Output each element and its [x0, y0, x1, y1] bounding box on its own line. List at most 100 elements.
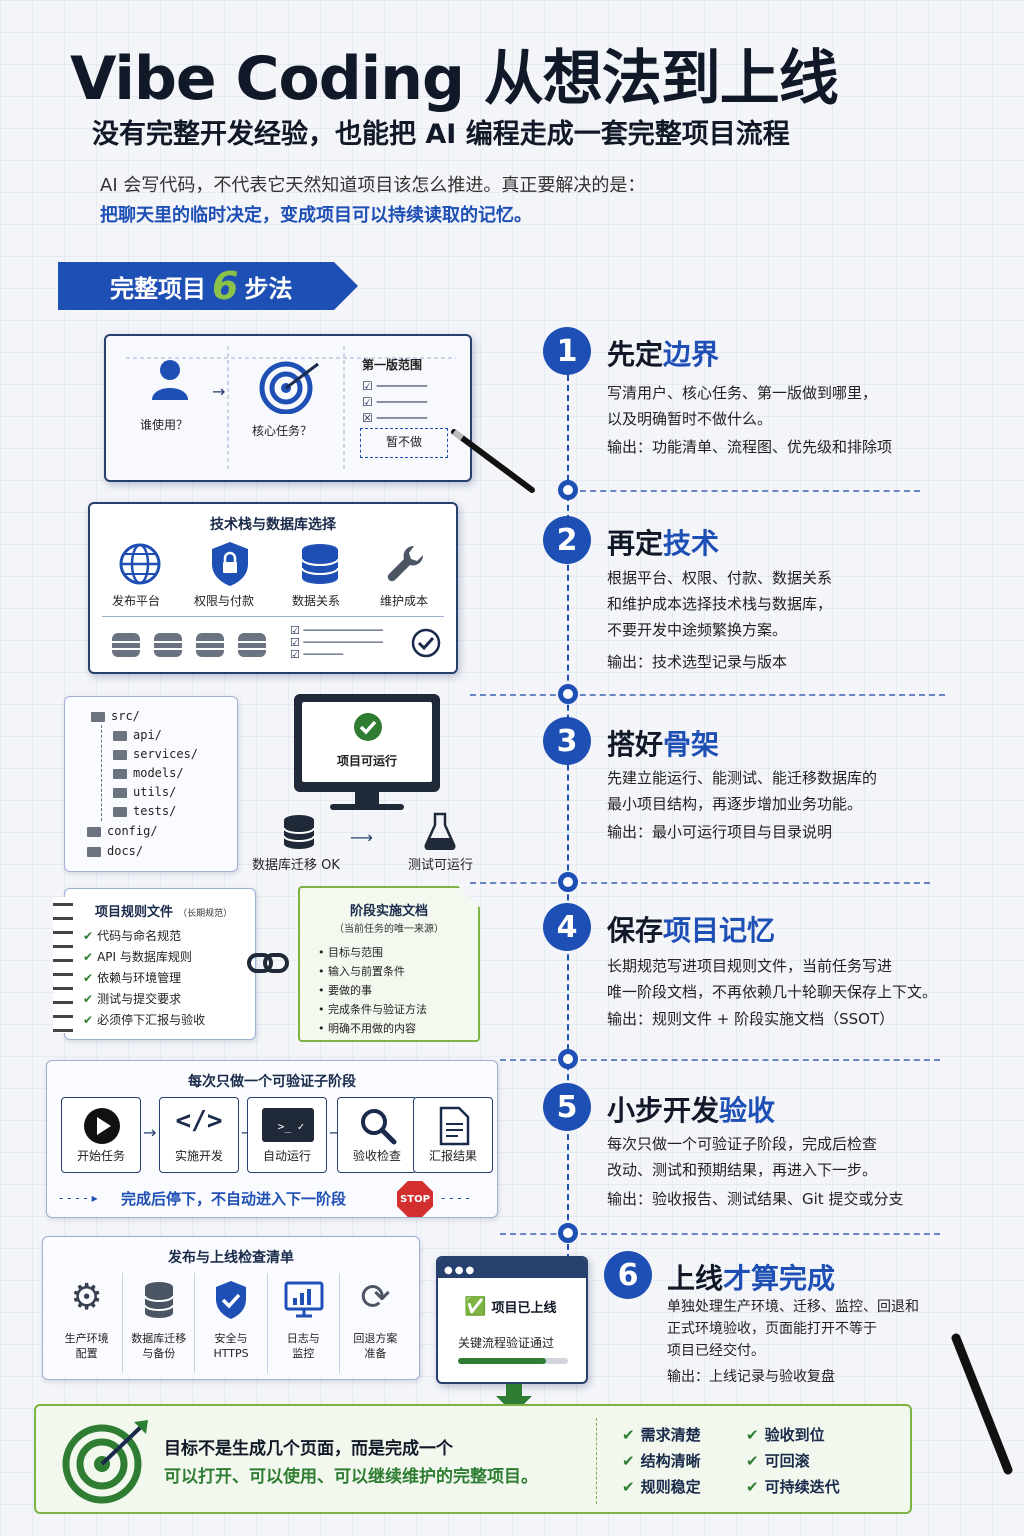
- flow-auto-run: >_ ✓ 自动运行: [247, 1097, 327, 1173]
- database-icon: [144, 1282, 175, 1318]
- release-item: ⟳ 回退方案准备: [340, 1273, 411, 1373]
- monitor-screen: 项目可运行: [302, 702, 432, 782]
- rules-file-notebook: 项目规则文件 （长期规范） ✔代码与命名规范 ✔API 与数据库规则 ✔依赖与环…: [53, 888, 256, 1040]
- step-output: 输出：规则文件 + 阶段实施文档（SSOT）: [607, 1010, 895, 1028]
- goal-check-item: ✔可持续迭代: [746, 1478, 840, 1496]
- rule-item: ✔API 与数据库规则: [83, 950, 192, 964]
- monitor-icon: 项目可运行: [294, 694, 440, 792]
- mini-checklist: ☑ ────────────☑ ────────────☑ ──────: [290, 624, 383, 661]
- intro-line: AI 会写代码，不代表它天然知道项目该怎么推进。真正要解决的是：: [100, 175, 646, 196]
- stage-item: • 明确不用做的内容: [318, 1022, 416, 1035]
- rule-item: ✔代码与命名规范: [83, 929, 182, 943]
- tech-summary-row: ☑ ────────────☑ ────────────☑ ──────: [102, 616, 444, 664]
- stop-instruction: 完成后停下，不自动进入下一阶段: [121, 1190, 347, 1208]
- arrow-icon: ⟶: [350, 828, 373, 847]
- refresh-icon: ⟳: [360, 1277, 391, 1318]
- check-icon: ✔: [622, 1426, 635, 1444]
- check-circle-icon: [411, 628, 441, 658]
- tech-item-label: 数据关系: [292, 594, 341, 608]
- page-title: Vibe Coding 从想法到上线: [70, 44, 839, 114]
- timeline-line: [567, 345, 569, 1280]
- tech-item-label: 权限与付款: [194, 594, 255, 608]
- db-migration-label: 数据库迁移 OK: [252, 858, 340, 873]
- stage-title: 阶段实施文档: [349, 904, 428, 919]
- timeline-node: [558, 872, 578, 892]
- goal-check-item: ✔规则稳定: [622, 1478, 701, 1496]
- folder-icon: [87, 826, 101, 837]
- dashed-line: - - - -: [441, 1191, 470, 1205]
- user-icon: [152, 360, 188, 400]
- check-icon: ✔: [746, 1478, 759, 1496]
- timeline-node: [558, 480, 578, 500]
- tree-item: services/: [113, 747, 198, 761]
- check-icon: ✔: [622, 1452, 635, 1470]
- document-icon: [439, 1106, 470, 1146]
- check-icon: ✔: [83, 950, 94, 964]
- step-title: 搭好骨架: [607, 728, 720, 761]
- play-icon: [84, 1108, 120, 1144]
- checkbox-checked: ☑ ───────: [362, 395, 428, 409]
- small-step-panel: 每次只做一个可验证子阶段 开始任务 → </> 实施开发 → >_ ✓ 自动运行…: [46, 1060, 498, 1218]
- flow-report: 汇报结果: [413, 1097, 493, 1173]
- step-divider: [470, 882, 930, 884]
- intro-highlight: 把聊天里的临时决定，变成项目可以持续读取的记忆。: [100, 205, 532, 226]
- tree-item: utils/: [113, 785, 176, 799]
- step-divider: [500, 1059, 940, 1061]
- step-number-badge: 3: [543, 717, 591, 765]
- step-description: 写清用户、核心任务、第一版做到哪里， 以及明确暂时不做什么。: [607, 384, 878, 428]
- folder-icon: [113, 787, 127, 798]
- tree-item: api/: [113, 728, 162, 742]
- step-number-badge: 1: [543, 327, 591, 375]
- project-runs-label: 项目可运行: [336, 754, 397, 768]
- browser-titlebar: ●●●: [438, 1258, 586, 1278]
- goal-check-item: ✔结构清晰: [622, 1452, 701, 1470]
- check-icon: ✔: [746, 1452, 759, 1470]
- tech-stack-panel: 技术栈与数据库选择 发布平台 权限与付款 数据关系 维护成本: [88, 502, 458, 674]
- tree-item: config/: [87, 824, 158, 838]
- flow-verified: 关键流程验证通过: [458, 1336, 555, 1350]
- core-task-label: 核心任务？: [252, 424, 313, 438]
- tree-item: tests/: [113, 804, 176, 818]
- step-divider: [470, 694, 945, 696]
- globe-icon: [119, 543, 161, 585]
- tree-item: models/: [113, 766, 184, 780]
- folder-icon: [113, 749, 127, 760]
- tests-run-label: 测试可运行: [408, 858, 474, 873]
- check-circle-icon: [354, 713, 382, 741]
- step-title: 上线才算完成: [667, 1262, 836, 1295]
- flask-icon: [424, 812, 456, 850]
- database-stack-icons: [112, 633, 266, 657]
- code-icon: </>: [175, 1106, 223, 1136]
- arrow-icon: →: [212, 382, 226, 401]
- database-icon: [301, 544, 339, 584]
- stage-item: • 完成条件与验证方法: [318, 1003, 427, 1016]
- folder-icon: [91, 711, 105, 722]
- step-divider: [580, 490, 920, 492]
- folder-icon: [87, 846, 101, 857]
- pen-icon: [451, 429, 535, 493]
- folder-icon: [113, 768, 127, 779]
- link-icon: [247, 953, 289, 973]
- monitor-neck: [355, 792, 379, 806]
- monitor-chart-icon: [284, 1281, 324, 1318]
- step-output: 输出：验收报告、测试结果、Git 提交或分支: [607, 1190, 904, 1208]
- check-circle-icon: ✅: [464, 1296, 487, 1317]
- tech-item-label: 发布平台: [112, 594, 161, 608]
- rule-item: ✔测试与提交要求: [83, 992, 182, 1006]
- database-icon: [283, 815, 315, 849]
- timeline-node: [558, 684, 578, 704]
- project-live: ✅ 项目已上线: [464, 1296, 557, 1317]
- goal-check-item: ✔可回滚: [746, 1452, 810, 1470]
- dashed-arrow: - - - - ▸: [59, 1191, 98, 1205]
- panel-title: 每次只做一个可验证子阶段: [188, 1074, 356, 1090]
- step-output: 输出：上线记录与验收复盘: [667, 1369, 835, 1385]
- stage-note: （当前任务的唯一来源）: [334, 924, 444, 935]
- step-output: 输出：最小可运行项目与目录说明: [607, 823, 833, 841]
- stage-doc-panel: 阶段实施文档 （当前任务的唯一来源） • 目标与范围 • 输入与前置条件 • 要…: [298, 886, 480, 1042]
- browser-window: ●●● ✅ 项目已上线 关键流程验证通过: [436, 1256, 588, 1384]
- folder-icon: [113, 806, 127, 817]
- step-output: 输出：功能清单、流程图、优先级和排除项: [607, 438, 893, 456]
- goal-line: 目标不是生成几个页面，而是完成一个: [164, 1439, 453, 1459]
